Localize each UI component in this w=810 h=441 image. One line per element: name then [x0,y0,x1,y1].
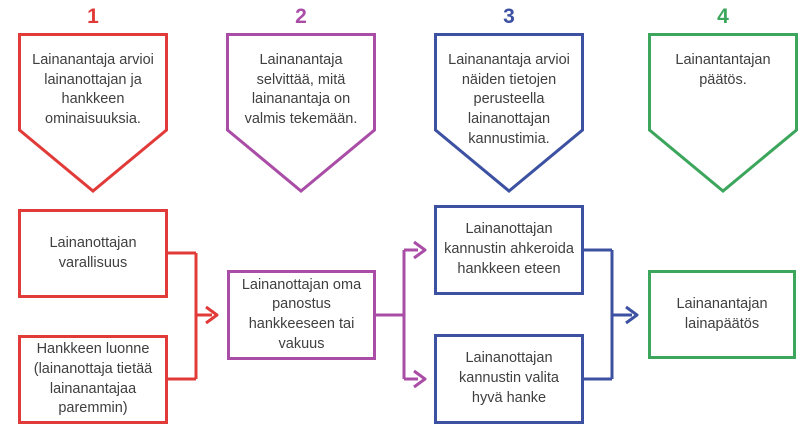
connector-blue [582,248,632,381]
arrowhead-magenta-top [413,240,427,260]
box-incentive-choose-label: Lainanottajan kannustin valita hyvä hank… [459,350,559,406]
step-1-pentagon: Lainanantaja arvioi lainanottajan ja han… [18,33,168,193]
box-own-stake: Lainanottajan oma panostus hankkeeseen t… [227,270,376,360]
step-2-text: Lainanantaja selvittää, mitä lainanantaj… [244,52,358,128]
step-4-number: 4 [717,5,729,28]
arrowhead-magenta-bottom [413,369,427,389]
step-2-pentagon: Lainanantaja selvittää, mitä lainanantaj… [226,33,376,193]
pentagon-down-shape [226,33,376,193]
step-3-pentagon: Lainanantaja arvioi näiden tietojen peru… [434,33,584,193]
arrowhead-blue [625,305,639,325]
box-project-nature-label: Hankkeen luonne (lainanottaja tietää lai… [33,341,153,417]
step-3-text: Lainanantaja arvioi näiden tietojen peru… [448,52,570,147]
box-project-nature: Hankkeen luonne (lainanottaja tietää lai… [18,335,168,424]
box-own-stake-label: Lainanottajan oma panostus hankkeeseen t… [241,276,362,352]
step-2-number: 2 [295,5,307,28]
box-incentive-effort-label: Lainanottajan kannustin ahkeroida hankke… [444,221,574,277]
pentagon-down-shape [648,33,798,193]
box-loan-decision-label: Lainanantajan lainapäätös [676,295,768,332]
step-1-text: Lainanantaja arvioi lainanottajan ja han… [32,52,154,128]
connector-red [166,251,212,381]
box-incentive-choose: Lainanottajan kannustin valita hyvä hank… [434,334,584,424]
pentagon-down-shape [18,33,168,193]
step-4-pentagon: Lainantantajan päätös. [648,33,798,193]
arrowhead-red [205,305,219,325]
box-incentive-effort: Lainanottajan kannustin ahkeroida hankke… [434,205,584,295]
box-borrower-wealth-label: Lainanottajan varallisuus [49,234,137,271]
step-3-number: 3 [503,5,515,28]
connector-magenta [374,248,418,381]
step-1-number: 1 [87,5,99,28]
box-borrower-wealth: Lainanottajan varallisuus [18,209,168,298]
box-loan-decision: Lainanantajan lainapäätös [648,270,796,359]
step-4-text: Lainantantajan päätös. [675,52,771,88]
pentagon-down-shape [434,33,584,193]
